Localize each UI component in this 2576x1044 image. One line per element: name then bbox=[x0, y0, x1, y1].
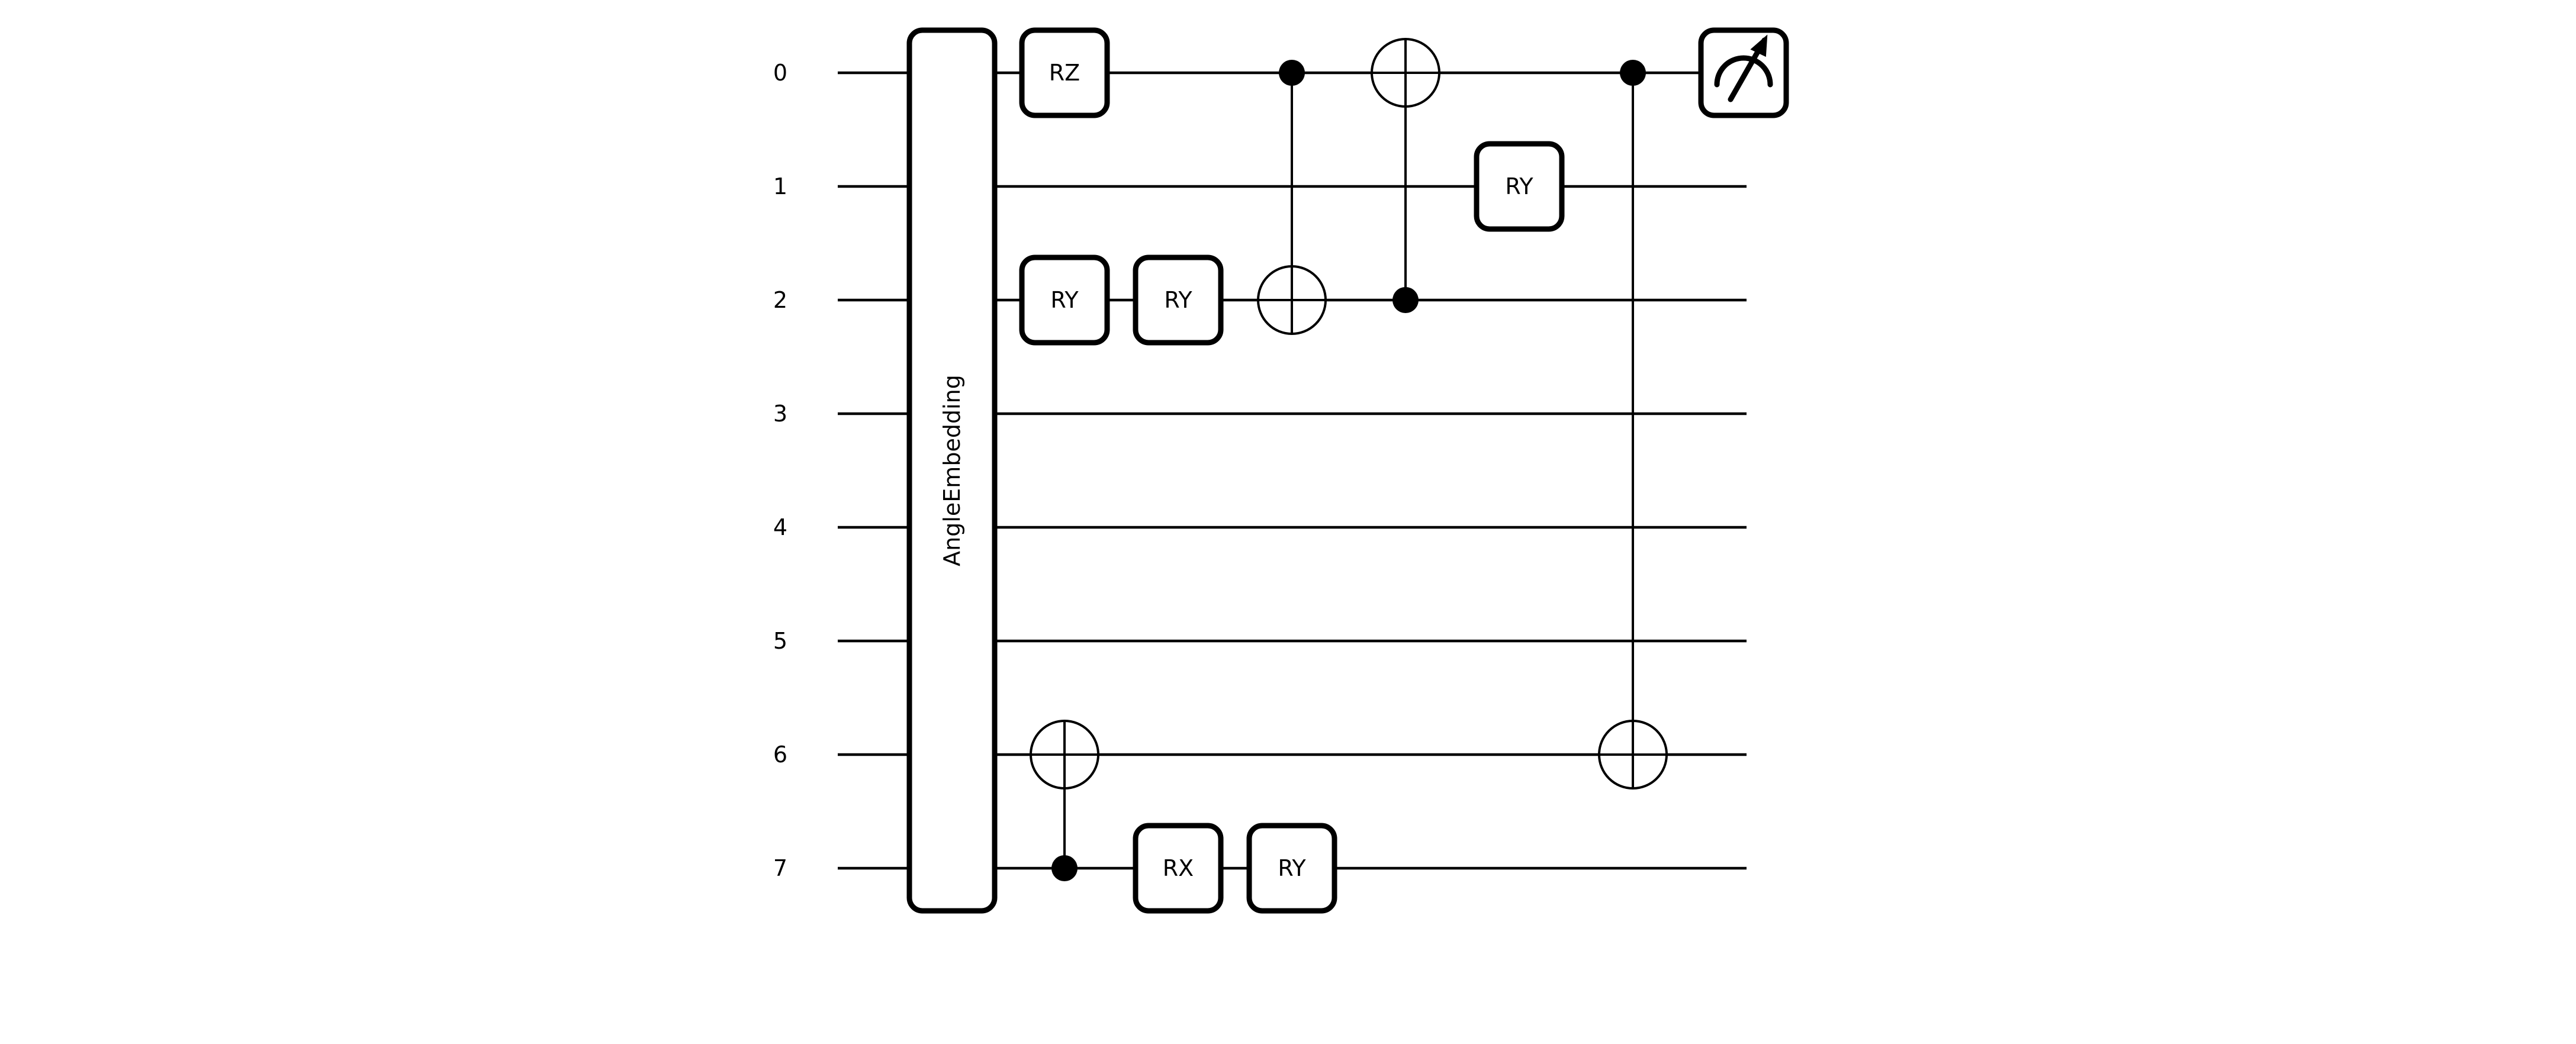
cnot-gate bbox=[1598, 60, 1668, 790]
meter-arrowhead bbox=[1750, 34, 1768, 57]
gate-box bbox=[1474, 141, 1565, 232]
control-dot bbox=[1051, 855, 1078, 881]
gate-label: RZ bbox=[1049, 60, 1080, 86]
control-dot bbox=[1392, 287, 1419, 313]
gate-box bbox=[1133, 823, 1224, 914]
gate-rx: RX bbox=[1133, 823, 1224, 914]
cnot-gate bbox=[1371, 38, 1440, 313]
wire-label: 6 bbox=[773, 742, 787, 768]
gate-box bbox=[1133, 254, 1224, 346]
wire-label: 2 bbox=[773, 287, 787, 313]
measurement-meter-icon bbox=[1698, 27, 1789, 118]
gate-label: RX bbox=[1163, 855, 1194, 881]
meter-arc bbox=[1714, 55, 1773, 88]
control-dot bbox=[1279, 60, 1305, 86]
gate-box bbox=[1019, 27, 1110, 118]
wire-label: 5 bbox=[773, 628, 787, 654]
gate-rz: RZ bbox=[1019, 27, 1110, 118]
cnot-gate bbox=[1257, 60, 1327, 335]
gate-box bbox=[1246, 823, 1337, 914]
control-dot bbox=[1620, 60, 1646, 86]
wire-label: 7 bbox=[773, 855, 787, 881]
gate-label: RY bbox=[1164, 287, 1192, 313]
wire-label: 4 bbox=[773, 514, 787, 540]
angle-embedding-label: AngleEmbedding bbox=[939, 375, 965, 566]
wire-label: 3 bbox=[773, 401, 787, 427]
wire-label: 1 bbox=[773, 173, 787, 199]
gate-box bbox=[1019, 254, 1110, 346]
gate-label: RY bbox=[1505, 173, 1533, 199]
gate-label: RY bbox=[1278, 855, 1306, 881]
cnot-gate bbox=[1030, 720, 1099, 881]
gate-ry: RY bbox=[1019, 254, 1110, 346]
wire-label: 0 bbox=[773, 60, 787, 86]
gate-ry: RY bbox=[1133, 254, 1224, 346]
angle-embedding-box bbox=[906, 27, 998, 914]
gate-label: RY bbox=[1050, 287, 1079, 313]
gate-ry: RY bbox=[1246, 823, 1337, 914]
gate-ry: RY bbox=[1474, 141, 1565, 232]
